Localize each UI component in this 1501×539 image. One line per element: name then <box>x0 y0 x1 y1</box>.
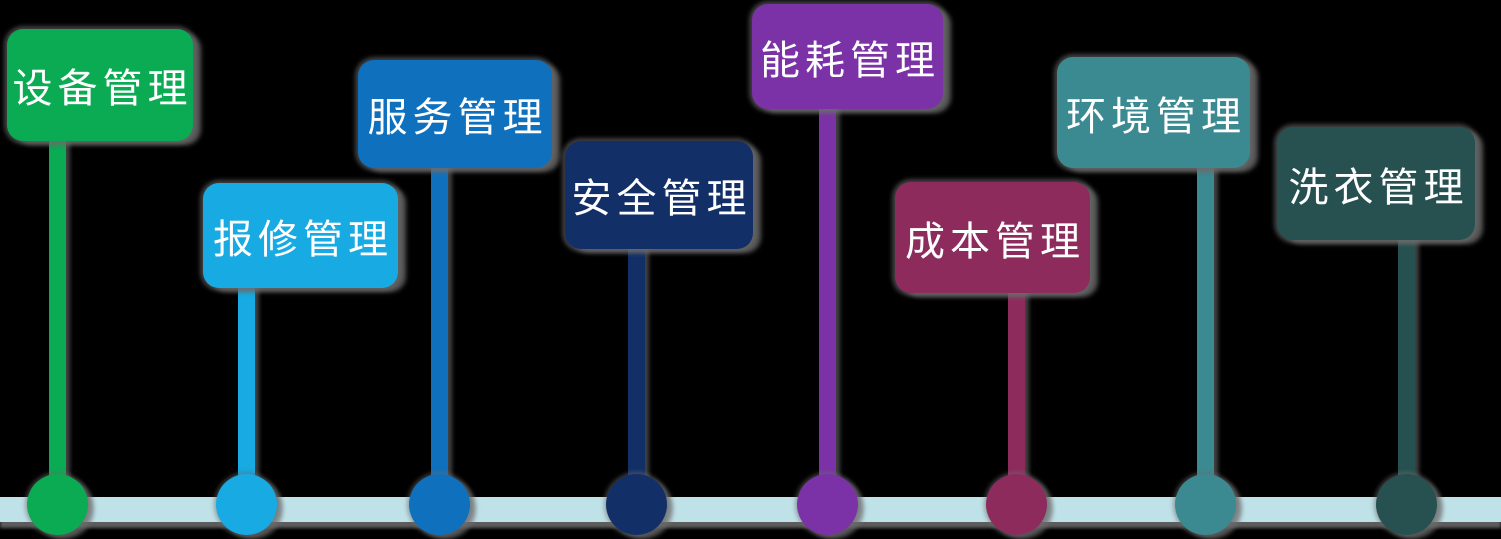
timeline-dot <box>27 474 88 535</box>
connector-stem <box>238 283 255 505</box>
connector-stem <box>1197 163 1214 505</box>
timeline-dot <box>1376 474 1437 535</box>
timeline-dot <box>216 474 277 535</box>
connector-stem <box>1398 235 1415 505</box>
node-label: 服务管理 <box>367 95 548 141</box>
node-label: 设备管理 <box>12 66 193 112</box>
label-box: 设备管理 <box>7 29 193 141</box>
connector-stem <box>49 135 66 505</box>
timeline-dot <box>797 474 858 535</box>
node-label: 洗衣管理 <box>1288 164 1469 211</box>
node-label: 报修管理 <box>213 216 393 263</box>
connector-stem <box>819 104 836 505</box>
label-box: 能耗管理 <box>752 4 943 109</box>
timeline-dot <box>606 474 667 535</box>
label-box: 报修管理 <box>203 183 398 288</box>
node-label: 成本管理 <box>905 218 1085 265</box>
connector-stem <box>628 244 645 505</box>
timeline-dot <box>986 474 1047 535</box>
label-box: 安全管理 <box>565 141 753 249</box>
node-label: 安全管理 <box>571 176 752 222</box>
label-box: 环境管理 <box>1057 57 1250 168</box>
connector-stem <box>1008 288 1025 505</box>
connector-stem <box>431 163 448 505</box>
timeline-dot <box>409 474 470 535</box>
label-box: 成本管理 <box>895 182 1090 293</box>
node-label: 能耗管理 <box>760 37 940 84</box>
timeline-dot <box>1175 474 1236 535</box>
label-box: 洗衣管理 <box>1277 127 1475 240</box>
node-label: 环境管理 <box>1066 93 1246 140</box>
label-box: 服务管理 <box>358 60 552 168</box>
